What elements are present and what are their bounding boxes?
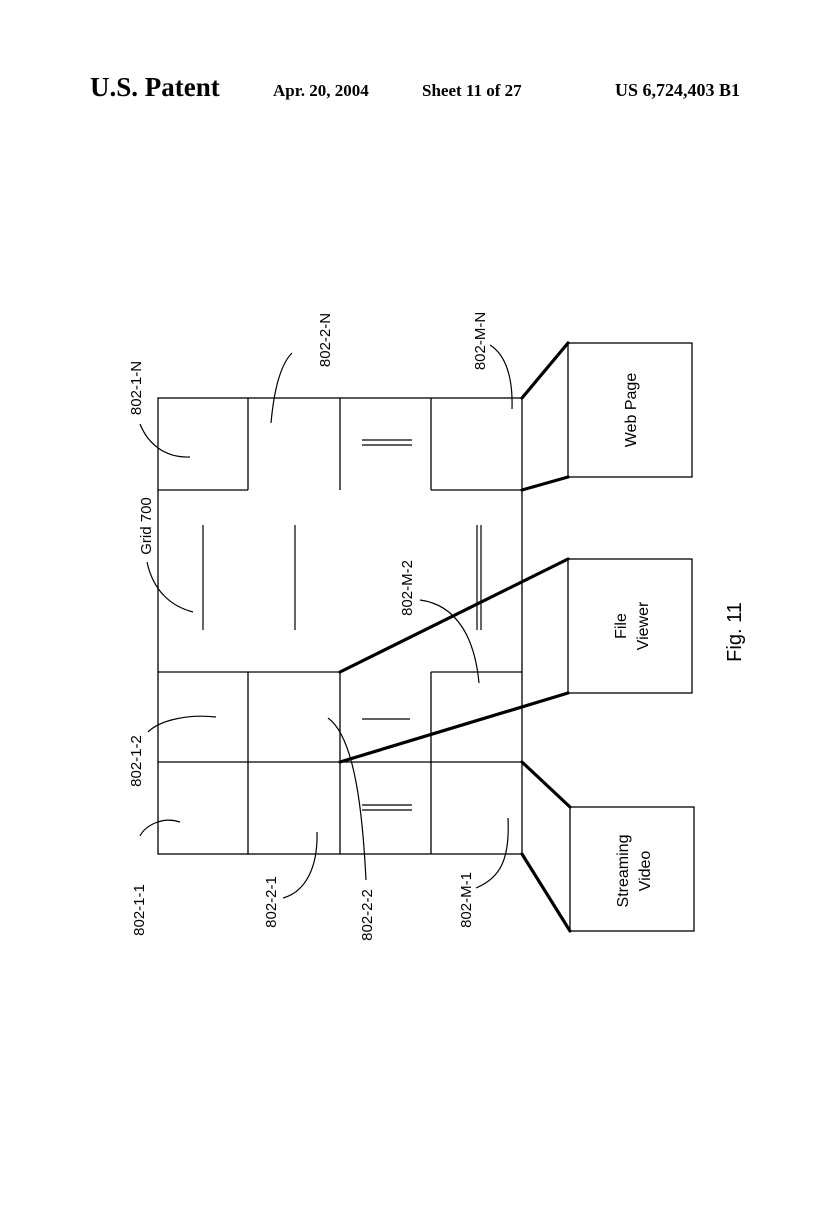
streaming-projection-top [520,760,572,809]
web-page-projection-bottom [520,475,570,492]
sheet-number: Sheet 11 of 27 [422,81,522,100]
label-802-1-n: 802-1-N [128,361,145,415]
label-802-1-2: 802-1-2 [128,735,145,787]
leader-m-n [489,344,513,410]
page-header: U.S. Patent Apr. 20, 2004 Sheet 11 of 27… [0,72,835,112]
streaming-video-label-line1: Streaming [615,835,632,908]
leader-m-1 [475,817,509,889]
file-viewer-projection-bottom [338,691,570,764]
leader-1-2 [147,715,217,733]
leader-2-1 [282,831,318,899]
leader-lines [139,344,513,899]
streaming-video-label-line2: Video [637,851,654,892]
figure-caption: Fig. 11 [724,602,746,662]
ellipsis-marks [202,439,482,811]
grid-700 [157,397,523,855]
patent-date: Apr. 20, 2004 [273,81,369,100]
label-802-m-n: 802-M-N [472,312,489,370]
leader-2-n [270,352,293,424]
web-page-label: Web Page [623,373,640,448]
label-802-m-1: 802-M-1 [458,872,475,928]
leader-2-2 [327,717,367,881]
web-page-box [567,342,693,478]
leader-grid [146,561,194,613]
file-viewer-label-line1: File [613,613,630,639]
label-802-1-1: 802-1-1 [131,884,148,936]
leader-m-2 [419,599,480,684]
file-viewer-label-line2: Viewer [635,601,652,650]
streaming-projection-bottom [520,852,572,933]
label-802-2-1: 802-2-1 [263,876,280,928]
label-802-2-2: 802-2-2 [359,889,376,941]
label-802-2-n: 802-2-N [317,313,334,367]
web-page-projection-top [520,341,570,400]
patent-number: US 6,724,403 B1 [615,80,741,100]
output-boxes [567,342,695,932]
label-grid-700: Grid 700 [138,497,155,555]
label-802-m-2: 802-M-2 [399,560,416,616]
file-viewer-box [567,558,693,694]
streaming-video-box [569,806,695,932]
leader-1-1 [139,819,181,837]
patent-label: U.S. Patent [90,72,220,102]
leader-1-n [139,423,191,458]
file-viewer-projection-top [338,557,570,674]
projection-lines [338,341,572,933]
